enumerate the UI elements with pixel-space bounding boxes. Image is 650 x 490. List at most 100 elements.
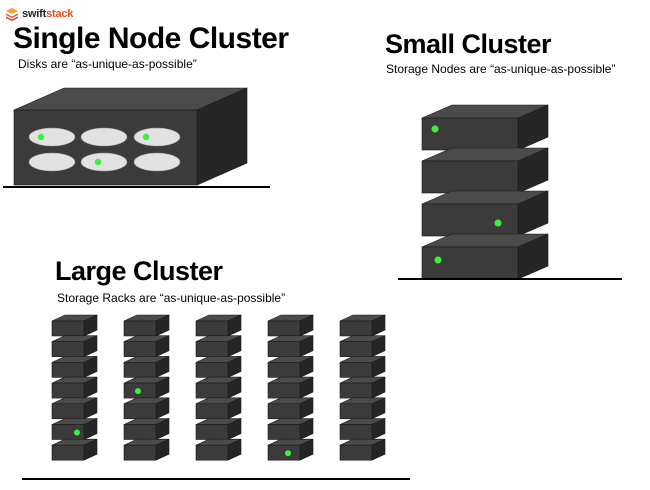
server-front-face [339, 320, 373, 337]
logo-text-swift: swift [22, 8, 47, 20]
server-front-face [267, 362, 301, 378]
rack-server [267, 397, 314, 420]
status-led-icon [431, 125, 439, 133]
swiftstack-logo: swiftstack [5, 4, 73, 24]
server-front-face [421, 160, 519, 194]
server-front-face [123, 424, 157, 440]
rack-server [123, 314, 170, 337]
rack-server [195, 376, 242, 399]
server-front-face [267, 320, 301, 337]
rack-server [267, 355, 314, 378]
server-front-face [267, 444, 301, 461]
storage-node [421, 104, 549, 151]
server-front-face [267, 403, 301, 420]
rack-server [267, 335, 314, 358]
server-front-face [267, 424, 301, 440]
small-cluster-stack [421, 104, 549, 280]
status-led-icon [37, 133, 45, 141]
disk-icon [28, 127, 76, 147]
rack-server [339, 418, 386, 440]
storage-rack [51, 314, 98, 461]
server-front-face [123, 403, 157, 420]
server-front-face [123, 320, 157, 337]
server-front-face [51, 320, 85, 337]
rack-server [195, 335, 242, 358]
rack-server [339, 335, 386, 358]
rack-server [195, 438, 242, 461]
rack-server [267, 438, 314, 461]
server-front-face [195, 444, 229, 461]
rack-server [51, 355, 98, 378]
rack-server [339, 397, 386, 420]
server-front-face [195, 320, 229, 337]
storage-rack [267, 314, 314, 461]
server-front-face [339, 341, 373, 358]
rack-server [195, 418, 242, 440]
rack-server [123, 376, 170, 399]
disk-icon [28, 152, 76, 172]
status-led-icon [434, 256, 442, 264]
status-led-icon [135, 388, 141, 395]
server-front-face [51, 403, 85, 420]
rack-server [339, 438, 386, 461]
server-front-face [195, 341, 229, 358]
server-front-face [267, 341, 301, 358]
rack-server [339, 355, 386, 378]
disk-icon [133, 152, 181, 172]
server-front-face [195, 382, 229, 399]
storage-rack [123, 314, 170, 461]
server-front-face [421, 117, 519, 151]
status-led-icon [74, 429, 80, 436]
rack-server [51, 314, 98, 337]
large-cluster-racks [51, 314, 386, 461]
server-front-face [339, 444, 373, 461]
disk-icon [80, 152, 128, 172]
storage-node [421, 233, 549, 280]
disk-icon [80, 127, 128, 147]
server-front-face [339, 362, 373, 378]
large-cluster-title: Large Cluster [55, 256, 223, 286]
rack-server [51, 397, 98, 420]
server-front-face [13, 109, 198, 186]
disk-icon [133, 127, 181, 147]
rack-server [195, 355, 242, 378]
storage-rack [339, 314, 386, 461]
rack-server [267, 418, 314, 440]
rack-server [123, 418, 170, 440]
rack-server [51, 376, 98, 399]
server-front-face [267, 382, 301, 399]
logo-wordmark: swiftstack [22, 8, 73, 20]
rack-server [195, 314, 242, 337]
rack-server [123, 335, 170, 358]
server-front-face [51, 382, 85, 399]
rack-server [195, 397, 242, 420]
rack-server [51, 418, 98, 440]
single-node-chassis [13, 87, 248, 186]
rack-server [339, 376, 386, 399]
storage-rack [195, 314, 242, 461]
server-front-face [123, 362, 157, 378]
stacked-layers-icon [6, 8, 18, 21]
server-front-face [195, 362, 229, 378]
rack-server [339, 314, 386, 337]
small-cluster-subtitle: Storage Nodes are “as-unique-as-possible… [386, 62, 616, 76]
server-front-face [51, 362, 85, 378]
server-front-face [51, 444, 85, 461]
status-led-icon [94, 158, 102, 166]
logo-text-stack: stack [46, 8, 74, 20]
server-front-face [339, 403, 373, 420]
server-front-face [123, 444, 157, 461]
rack-server [51, 438, 98, 461]
server-front-face [339, 382, 373, 399]
rack-server [123, 397, 170, 420]
storage-node [421, 190, 549, 237]
single-node-server [13, 87, 248, 186]
server-front-face [339, 424, 373, 440]
status-led-icon [285, 450, 291, 457]
server-front-face [421, 203, 519, 237]
rack-server [267, 314, 314, 337]
rack-server [267, 376, 314, 399]
rack-server [123, 355, 170, 378]
server-front-face [195, 424, 229, 440]
single-node-subtitle: Disks are “as-unique-as-possible” [18, 57, 197, 71]
